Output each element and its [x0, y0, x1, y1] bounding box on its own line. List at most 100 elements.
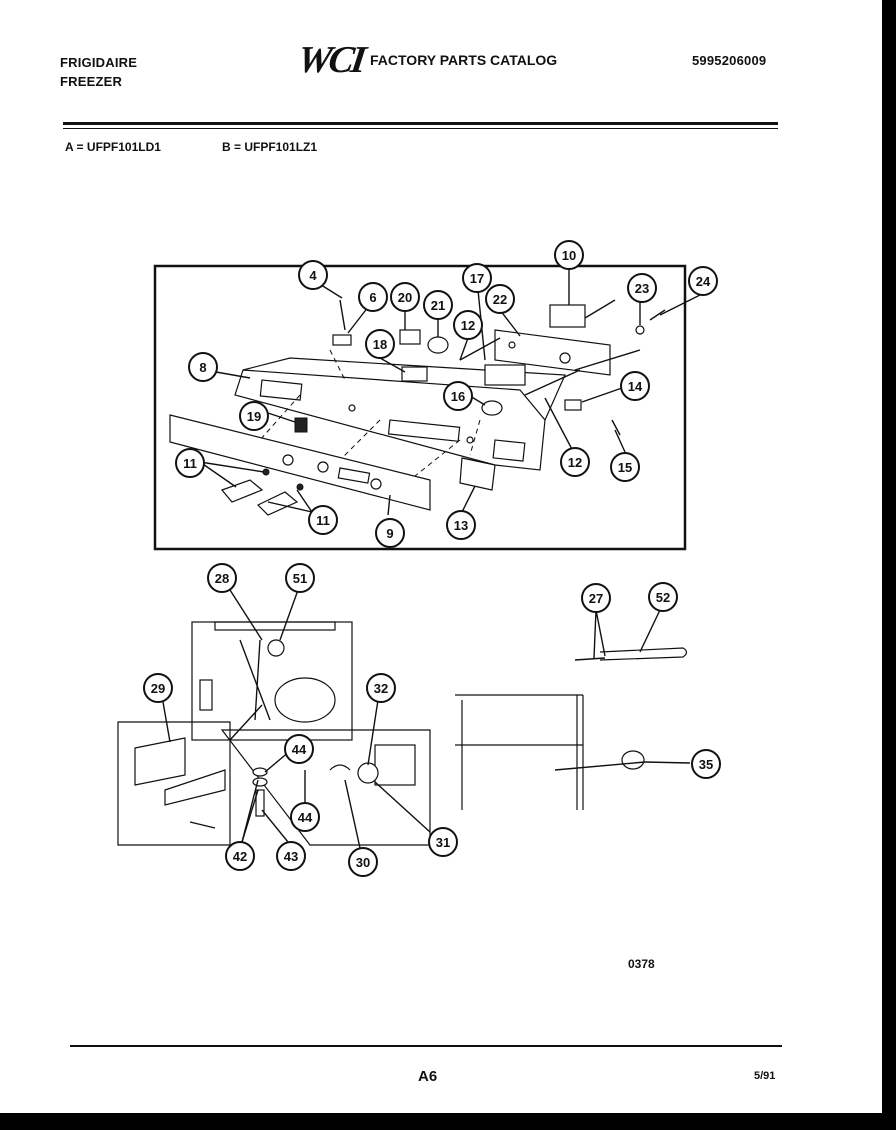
- thermostat: [484, 364, 526, 386]
- callout-number: 20: [398, 290, 412, 305]
- callout-31: 31: [428, 827, 458, 857]
- machine-compartment: [191, 621, 353, 741]
- callout-number: 13: [454, 518, 468, 533]
- callout-number: 17: [470, 271, 484, 286]
- callout-18: 18: [365, 329, 395, 359]
- callout-number: 11: [316, 513, 330, 528]
- callout-circle: [428, 827, 458, 857]
- callout-14: 14: [620, 371, 650, 401]
- callout-number: 10: [562, 248, 576, 263]
- callout-number: 21: [431, 298, 445, 313]
- callout-circle: [358, 282, 388, 312]
- callout-circle: [207, 563, 237, 593]
- callout-circle: [691, 749, 721, 779]
- callout-number: 44: [292, 742, 307, 757]
- callout-11: 11: [175, 448, 205, 478]
- callout-number: 32: [374, 681, 388, 696]
- callout-number: 9: [386, 526, 393, 541]
- lamp-bulb-35: [621, 750, 645, 770]
- callout-circle: [620, 371, 650, 401]
- callout-circle: [348, 847, 378, 877]
- callout-27: 27: [581, 583, 611, 613]
- callout-29: 29: [143, 673, 173, 703]
- callout-circle: [308, 505, 338, 535]
- callout-23: 23: [627, 273, 657, 303]
- callout-15: 15: [610, 452, 640, 482]
- callout-35: 35: [691, 749, 721, 779]
- callout-number: 22: [493, 292, 507, 307]
- callout-number: 44: [298, 810, 313, 825]
- callout-number: 31: [436, 835, 450, 850]
- callout-circle: [175, 448, 205, 478]
- socket-20: [399, 329, 421, 345]
- callout-6: 6: [358, 282, 388, 312]
- callout-number: 30: [356, 855, 370, 870]
- callout-number: 12: [461, 318, 475, 333]
- callout-circle: [298, 260, 328, 290]
- relay-bracket-inset: [117, 721, 231, 846]
- callout-12: 12: [453, 310, 483, 340]
- callout-number: 8: [199, 360, 206, 375]
- rear-bracket: [494, 299, 641, 376]
- callout-number: 6: [369, 290, 376, 305]
- callout-28: 28: [207, 563, 237, 593]
- callout-number: 19: [247, 409, 261, 424]
- callout-circle: [688, 266, 718, 296]
- light-switch-19: [294, 417, 308, 433]
- page-number: A6: [418, 1068, 438, 1085]
- catalog-number: 5995206009: [692, 53, 767, 68]
- callout-circle: [485, 284, 515, 314]
- brand-name: FRIGIDAIRE: [60, 55, 138, 70]
- callout-16: 16: [443, 381, 473, 411]
- callout-circle: [423, 290, 453, 320]
- callout-circle: [225, 841, 255, 871]
- knob-16: [481, 400, 503, 416]
- callout-12: 12: [560, 447, 590, 477]
- callout-circle: [453, 310, 483, 340]
- callout-number: 4: [309, 268, 317, 283]
- switch-18: [401, 366, 428, 382]
- callout-number: 18: [373, 337, 387, 352]
- callout-11: 11: [308, 505, 338, 535]
- callout-number: 35: [699, 757, 713, 772]
- callout-circle: [443, 381, 473, 411]
- bracket-14: [564, 399, 582, 411]
- callout-circle: [446, 510, 476, 540]
- catalog-title: FACTORY PARTS CATALOG: [370, 52, 558, 68]
- callout-circle: [581, 583, 611, 613]
- callout-circle: [390, 282, 420, 312]
- product-type: FREEZER: [60, 74, 123, 89]
- lens-13: [459, 457, 496, 491]
- callout-8: 8: [188, 352, 218, 382]
- callout-22: 22: [485, 284, 515, 314]
- callout-4: 4: [298, 260, 328, 290]
- callout-number: 14: [628, 379, 643, 394]
- callout-52: 52: [648, 582, 678, 612]
- callout-number: 24: [696, 274, 711, 289]
- callout-9: 9: [375, 518, 405, 548]
- callout-44: 44: [284, 734, 314, 764]
- callout-number: 12: [568, 455, 582, 470]
- callout-circle: [365, 329, 395, 359]
- callout-circle: [554, 240, 584, 270]
- revision-date: 5/91: [754, 1070, 776, 1082]
- callout-42: 42: [225, 841, 255, 871]
- callout-circle: [610, 452, 640, 482]
- callout-24: 24: [688, 266, 718, 296]
- callout-circle: [143, 673, 173, 703]
- front-panel: [169, 414, 431, 511]
- callout-circle: [366, 673, 396, 703]
- clip-6: [332, 334, 352, 346]
- callout-circle: [560, 447, 590, 477]
- callout-10: 10: [554, 240, 584, 270]
- callout-number: 15: [618, 460, 632, 475]
- callout-number: 43: [284, 849, 298, 864]
- callout-circle: [239, 401, 269, 431]
- callout-circle: [627, 273, 657, 303]
- model-b-label: B = UFPF101LZ1: [222, 140, 318, 154]
- callout-number: 27: [589, 591, 603, 606]
- callout-circle: [290, 802, 320, 832]
- callout-number: 42: [233, 849, 247, 864]
- callout-circle: [462, 263, 492, 293]
- callout-43: 43: [276, 841, 306, 871]
